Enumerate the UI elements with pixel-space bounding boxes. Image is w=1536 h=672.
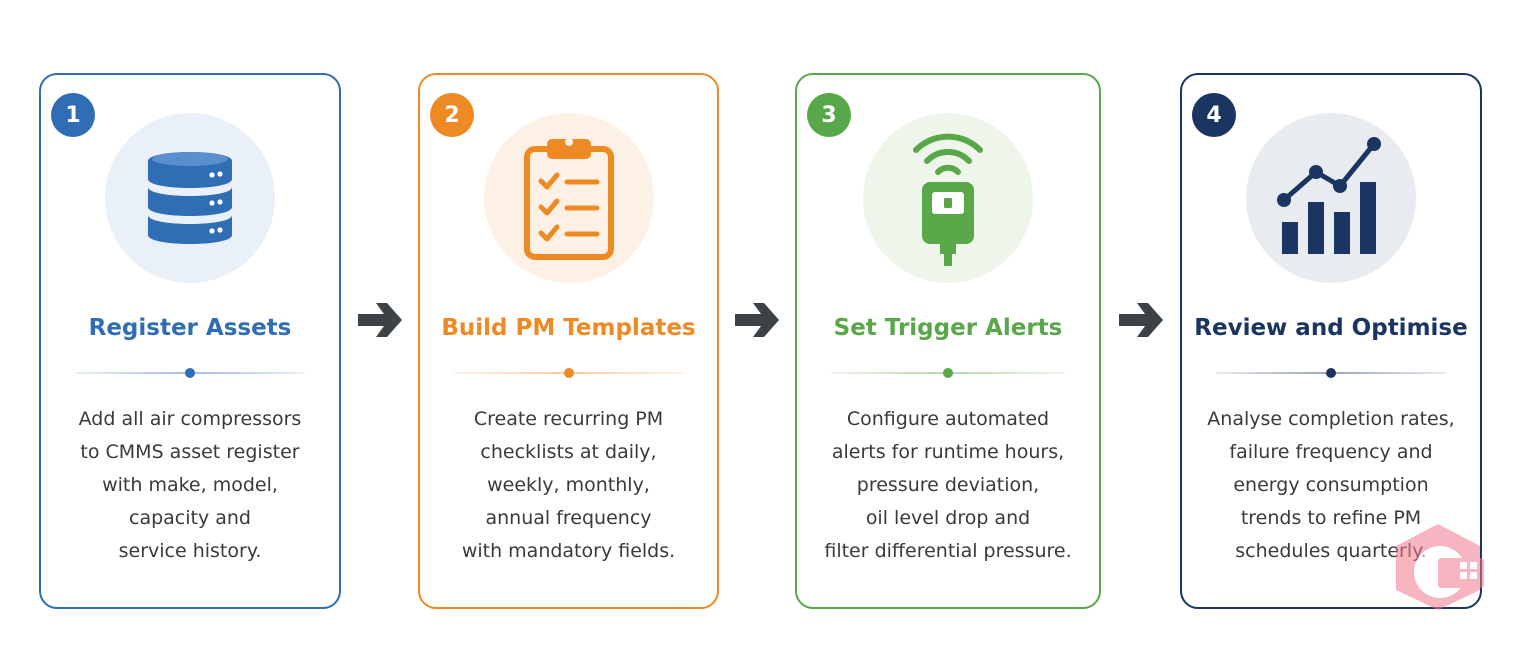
description-line: service history. (118, 540, 262, 562)
step-title: Review and Optimise (1194, 315, 1468, 341)
step-number-badge: 1 (51, 93, 95, 137)
watermark-logo-icon (1396, 524, 1484, 610)
description-line: to CMMS asset register (80, 441, 300, 463)
divider (1216, 368, 1446, 378)
step-description: Configure automated alerts for runtime h… (807, 403, 1089, 568)
step-number-badge: 4 (1192, 93, 1236, 137)
divider-dot (943, 368, 953, 378)
step-card-set-trigger-alerts: 3 Set Trigger Alerts Configure automated… (795, 73, 1101, 609)
arrow-right-icon (735, 303, 779, 337)
description-line: weekly, monthly, (487, 474, 650, 496)
description-line: filter differential pressure. (824, 540, 1072, 562)
description-line: schedules quarterly. (1235, 540, 1427, 562)
icon-backdrop (863, 113, 1033, 283)
icon-backdrop (483, 113, 654, 283)
description-line: trends to refine PM (1240, 507, 1422, 529)
description-line: pressure deviation, (856, 474, 1040, 496)
divider (454, 368, 683, 378)
arrow-right-icon (1119, 303, 1163, 337)
description-line: capacity and (129, 507, 251, 529)
step-title: Register Assets (88, 315, 292, 341)
description-line: checklists at daily, (480, 441, 657, 463)
icon-backdrop (1246, 113, 1416, 283)
description-line: failure frequency and (1229, 441, 1433, 463)
description-line: energy consumption (1233, 474, 1429, 496)
description-line: with make, model, (102, 474, 278, 496)
step-card-review-and-optimise: 4 Review and Optimise Analyse completion… (1180, 73, 1482, 609)
description-line: Configure automated (846, 408, 1050, 430)
divider (75, 368, 305, 378)
step-title: Set Trigger Alerts (833, 315, 1063, 341)
bar-chart-trend-icon (1277, 137, 1381, 254)
step-number-badge: 3 (807, 93, 851, 137)
description-line: Create recurring PM (473, 408, 664, 430)
description-line: Add all air compressors (78, 408, 302, 430)
description-line: alerts for runtime hours, (831, 441, 1065, 463)
step-description: Create recurring PM checklists at daily,… (430, 403, 707, 568)
divider (831, 368, 1065, 378)
description-line: annual frequency (485, 507, 652, 529)
wireless-sensor-icon (913, 133, 983, 266)
step-number-badge: 2 (430, 93, 474, 137)
arrow-right-icon (358, 303, 402, 337)
step-card-register-assets: 1 Register Assets Add all air compressor… (39, 73, 341, 609)
clipboard-checklist-icon (523, 138, 614, 260)
description-line: Analyse completion rates, (1207, 408, 1455, 430)
divider-dot (185, 368, 195, 378)
description-line: with mandatory fields. (461, 540, 676, 562)
step-card-build-pm-templates: 2 Build PM Templates Create recurring PM… (418, 73, 719, 609)
divider-dot (1326, 368, 1336, 378)
icon-backdrop (105, 113, 275, 283)
step-description: Add all air compressors to CMMS asset re… (51, 403, 329, 568)
database-icon (148, 152, 232, 244)
step-title: Build PM Templates (441, 315, 696, 341)
step-description: Analyse completion rates, failure freque… (1192, 403, 1470, 568)
description-line: oil level drop and (865, 507, 1031, 529)
divider-dot (563, 368, 574, 378)
